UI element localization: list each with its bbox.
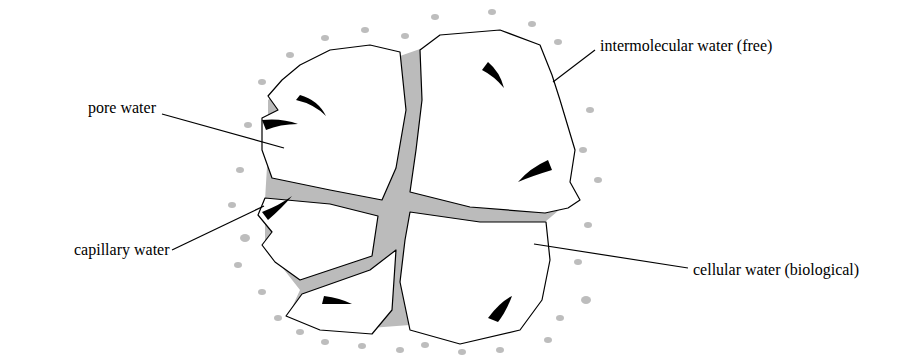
free-water-dots	[228, 9, 602, 355]
cells	[258, 30, 580, 344]
capillary-water-label: capillary water	[74, 240, 170, 259]
free-water-label: intermolecular water (free)	[600, 36, 772, 55]
pore-water-label: pore water	[88, 98, 156, 117]
capillary-water-wedges	[262, 62, 552, 322]
cellular-water-label: cellular water (biological)	[693, 260, 859, 279]
leader-lines	[162, 50, 688, 268]
